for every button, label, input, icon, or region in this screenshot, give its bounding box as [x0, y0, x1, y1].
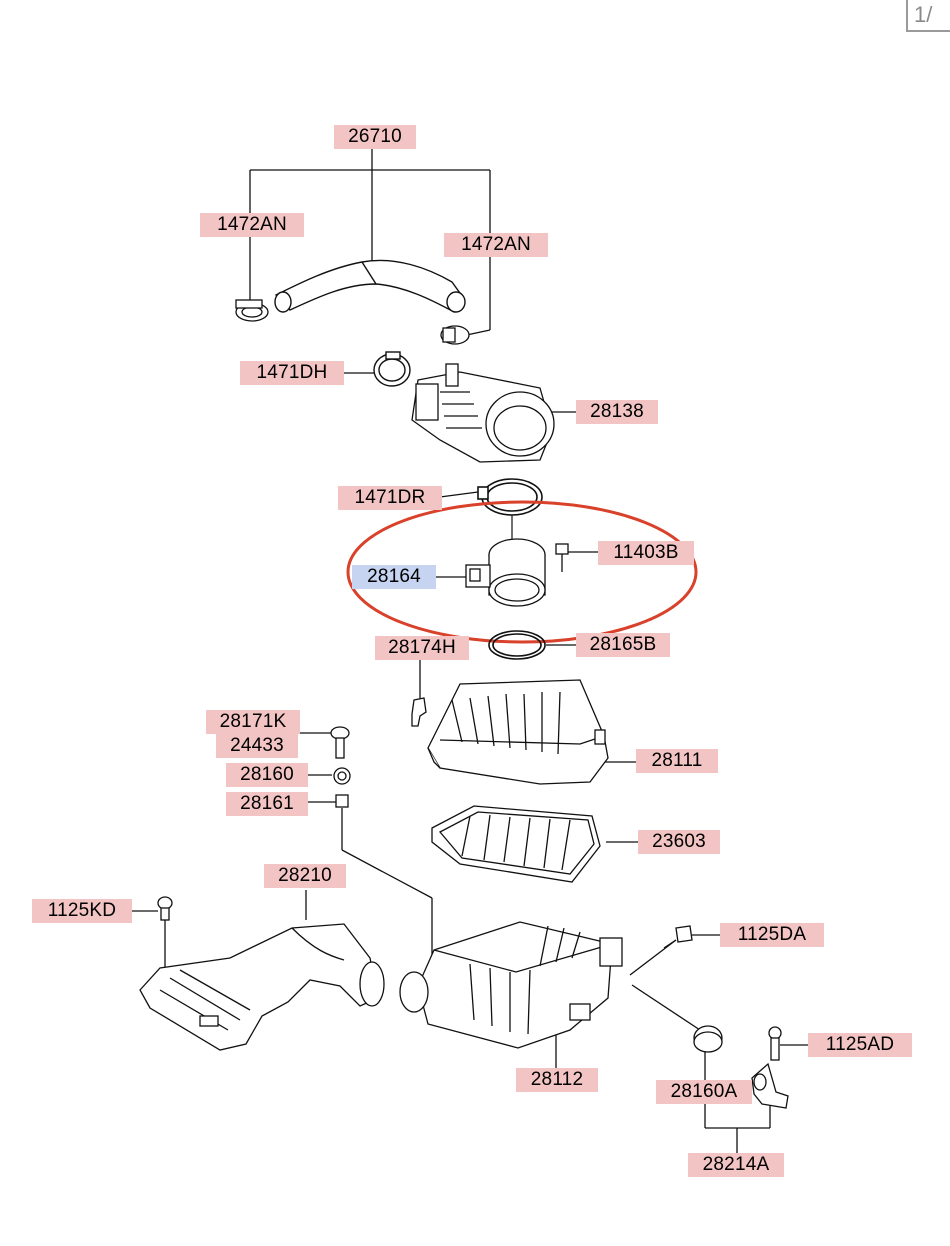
leader-28214A — [704, 1100, 771, 1153]
leader-1471DR — [439, 491, 479, 498]
air-cleaner-body-part — [399, 921, 623, 1049]
part-label-1125KD[interactable]: 1125KD — [32, 899, 132, 923]
part-label-28165B[interactable]: 28165B — [576, 633, 670, 657]
part-label-1471DH[interactable]: 1471DH — [240, 361, 344, 385]
air-flow-sensor-part — [465, 538, 546, 607]
air-duct-part — [139, 923, 385, 1051]
part-label-23603[interactable]: 23603 — [638, 830, 720, 854]
part-label-1472AN-right[interactable]: 1472AN — [444, 233, 548, 257]
part-label-28161[interactable]: 28161 — [226, 792, 308, 816]
part-label-26710[interactable]: 26710 — [334, 125, 416, 149]
bolt-11403B — [555, 543, 569, 572]
part-label-28164[interactable]: 28164 — [352, 565, 436, 589]
part-label-1472AN-left[interactable]: 1472AN — [200, 213, 304, 237]
part-label-28171K[interactable]: 28171K — [206, 710, 300, 734]
part-label-28214A[interactable]: 28214A — [688, 1153, 784, 1177]
part-label-1125AD[interactable]: 1125AD — [808, 1033, 912, 1057]
part-label-11403B[interactable]: 11403B — [598, 541, 694, 565]
bolt-1125KD — [157, 896, 173, 921]
leader-mount-to-body — [631, 984, 701, 1031]
air-cleaner-cover-part — [427, 679, 609, 785]
grommet-28160 — [333, 767, 351, 785]
insulator-28161 — [335, 794, 349, 808]
bracket-28214A — [751, 1062, 789, 1109]
grommet-28160A — [693, 1025, 723, 1053]
leader-28161-drop — [341, 808, 433, 960]
bolt-1125AD — [768, 1026, 782, 1061]
part-label-28174H[interactable]: 28174H — [375, 636, 469, 660]
part-label-28112[interactable]: 28112 — [516, 1068, 598, 1092]
bolt-1125DA — [663, 925, 693, 949]
hose-clamp-right — [440, 325, 470, 345]
part-label-24433[interactable]: 24433 — [216, 734, 298, 758]
filter-element-part — [431, 805, 601, 883]
clip-28174H — [411, 697, 427, 727]
page-number-tab: 1/ — [906, 0, 950, 32]
part-label-28210[interactable]: 28210 — [264, 864, 346, 888]
part-label-28160[interactable]: 28160 — [226, 763, 308, 787]
air-hose-part — [274, 259, 466, 313]
resonator-part — [411, 363, 555, 463]
part-label-28138[interactable]: 28138 — [576, 400, 658, 424]
part-label-28111[interactable]: 28111 — [636, 749, 718, 773]
part-label-1471DR[interactable]: 1471DR — [338, 486, 442, 510]
hose-clamp-left — [235, 299, 269, 322]
highlight-circle — [346, 500, 698, 644]
part-label-28160A[interactable]: 28160A — [656, 1080, 752, 1104]
part-label-1125DA[interactable]: 1125DA — [720, 923, 824, 947]
bolt-28171K — [330, 726, 350, 759]
clamp-1471DR — [477, 478, 543, 516]
seal-ring-part — [488, 630, 546, 660]
clamp-1471DH — [373, 351, 411, 387]
